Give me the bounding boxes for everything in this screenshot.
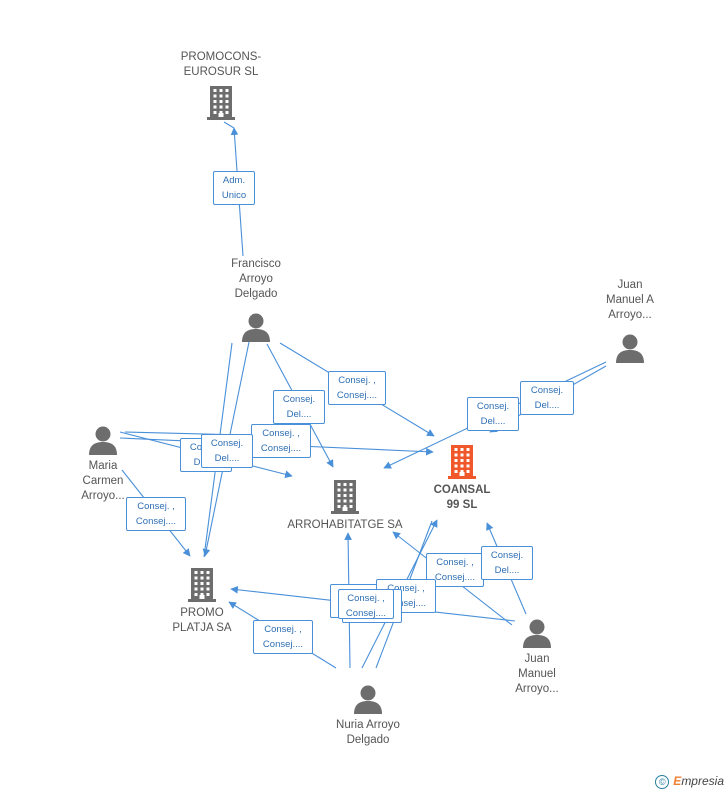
edge-role-label[interactable]: Consej. , Consej.... — [426, 553, 484, 587]
copyright-icon: © — [655, 775, 670, 789]
edge-role-label[interactable]: Consej. , Consej.... — [251, 424, 311, 458]
node-label: Francisco Arroyo Delgado — [231, 258, 281, 300]
edge-role-label[interactable]: Adm. Unico — [213, 171, 255, 205]
node-promo-platja[interactable]: PROMO PLATJA SA — [137, 566, 267, 636]
building-icon — [397, 443, 527, 479]
edge-role-label[interactable]: Consej. , Consej.... — [126, 497, 186, 531]
node-label: ARROHABITATGE SA — [287, 519, 403, 531]
edge-role-label[interactable]: Consej. Del.... — [520, 381, 574, 415]
node-label: Juan Manuel Arroyo... — [515, 653, 559, 695]
node-promocons[interactable]: PROMOCONS- EUROSUR SL — [156, 50, 286, 120]
node-arrohabitatge[interactable]: ARROHABITATGE SA — [280, 478, 410, 533]
building-icon — [280, 478, 410, 514]
person-icon — [191, 312, 321, 342]
node-juan-manuel[interactable]: Juan Manuel Arroyo... — [472, 618, 602, 697]
edge-role-label[interactable]: Consej. Del.... — [481, 546, 533, 580]
edge-role-label[interactable]: Consej. Del.... — [467, 397, 519, 431]
edge-role-label[interactable]: Consej. , Consej.... — [253, 620, 313, 654]
node-label: Nuria Arroyo Delgado — [336, 719, 400, 746]
edge-role-label[interactable]: Consej. Del.... — [273, 390, 325, 424]
edge-role-label[interactable]: Consej. , Consej.... — [338, 589, 394, 619]
person-icon — [565, 333, 695, 363]
person-icon — [472, 618, 602, 648]
copyright-notice: ©Empresia — [655, 774, 724, 789]
node-coansal[interactable]: COANSAL 99 SL — [397, 443, 527, 513]
building-icon — [137, 566, 267, 602]
node-francisco[interactable]: Francisco Arroyo Delgado — [191, 257, 321, 342]
edge-line-1 — [223, 121, 235, 129]
person-icon — [38, 425, 168, 455]
node-label: PROMO PLATJA SA — [172, 607, 232, 634]
node-maria[interactable]: Maria Carmen Arroyo... — [38, 425, 168, 504]
node-juan-manuel-a[interactable]: Juan Manuel A Arroyo... — [565, 278, 695, 363]
node-label: PROMOCONS- EUROSUR SL — [180, 51, 262, 78]
building-icon — [156, 84, 286, 120]
edge-role-label[interactable]: Consej. Del.... — [201, 434, 253, 468]
edge-role-label[interactable]: Consej. , Consej.... — [328, 371, 386, 405]
node-label: Maria Carmen Arroyo... — [81, 460, 125, 502]
node-label: Juan Manuel A Arroyo... — [606, 279, 654, 321]
node-nuria[interactable]: Nuria Arroyo Delgado — [303, 684, 433, 748]
person-icon — [303, 684, 433, 714]
node-label: COANSAL 99 SL — [433, 484, 491, 511]
empresia-logo[interactable]: Empresia — [673, 774, 724, 788]
